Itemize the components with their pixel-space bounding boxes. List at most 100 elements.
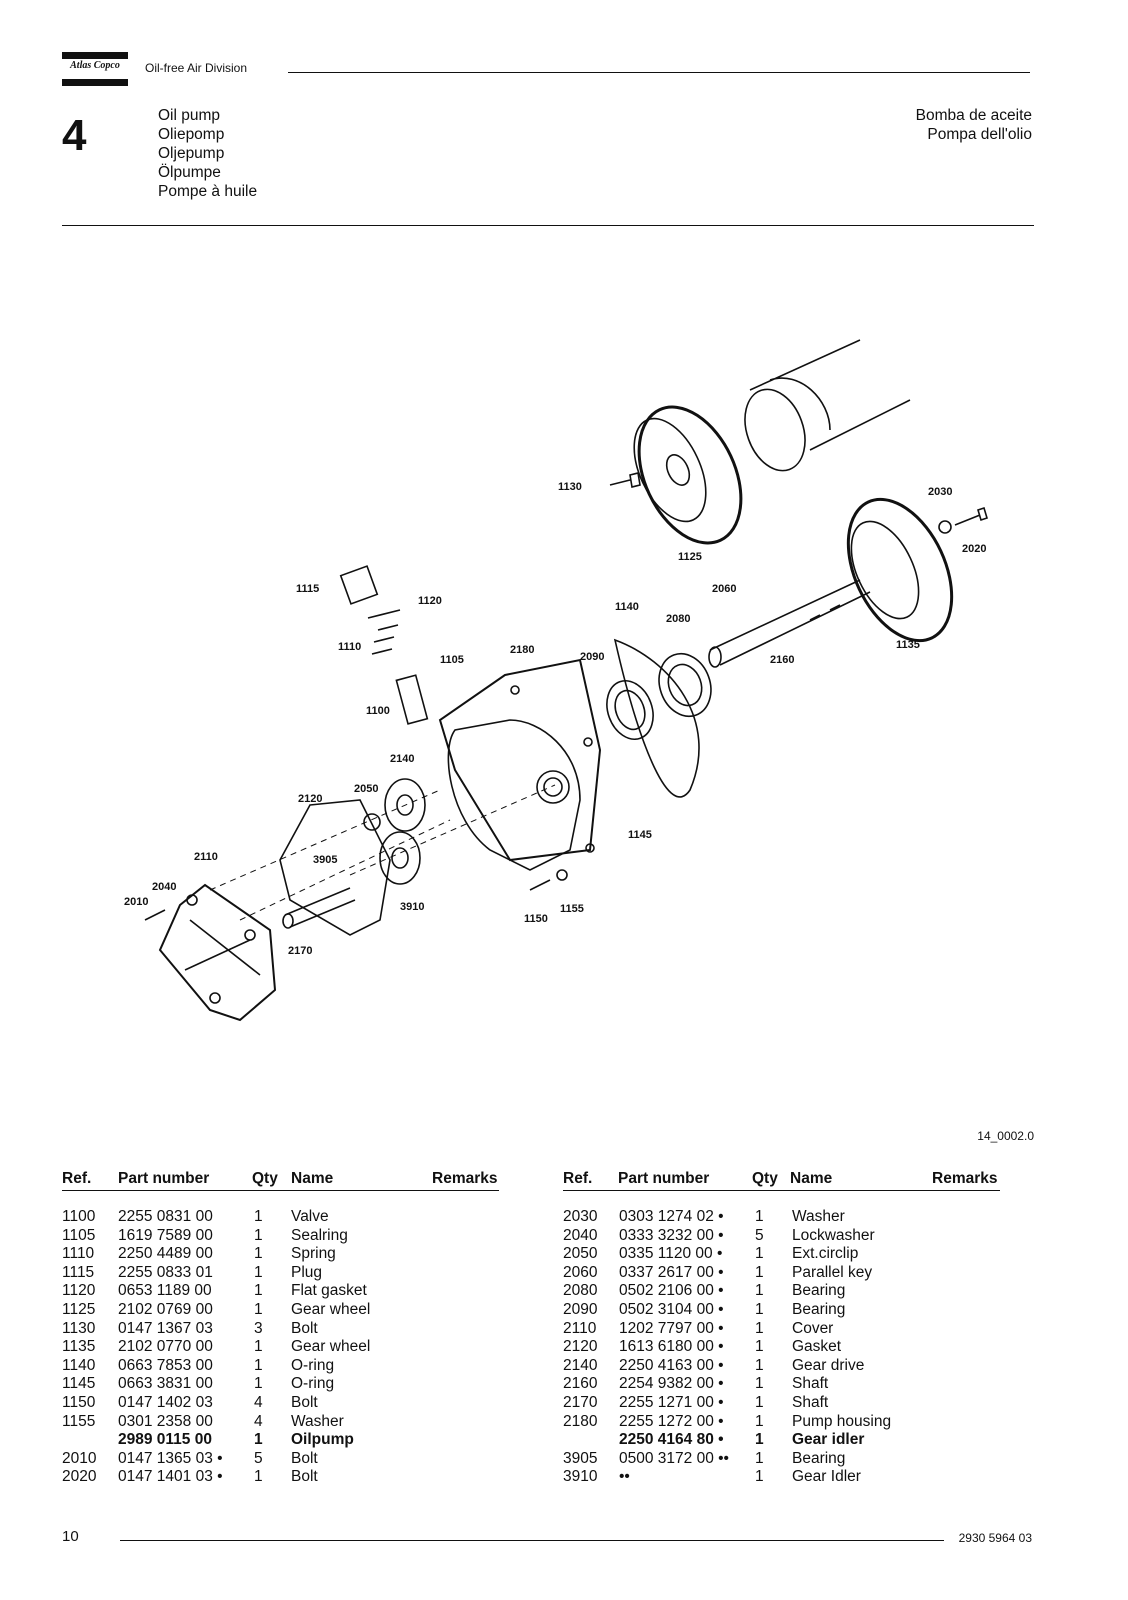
cell-ref: 1115 bbox=[62, 1263, 95, 1281]
cell-ref: 1120 bbox=[62, 1282, 96, 1300]
cell-qty: 1 bbox=[755, 1412, 764, 1430]
cell-name: Shaft bbox=[792, 1393, 829, 1411]
callout-1100: 1100 bbox=[366, 705, 390, 717]
title-es: Bomba de aceite bbox=[915, 107, 1032, 124]
cell-ref: 1110 bbox=[62, 1245, 95, 1263]
header-ref-left: Ref. bbox=[62, 1170, 92, 1187]
cell-ref: 2140 bbox=[563, 1356, 598, 1374]
cell-name: Ext.circlip bbox=[792, 1245, 859, 1263]
cell-ref: 1130 bbox=[62, 1319, 96, 1337]
callout-2120: 2120 bbox=[298, 793, 322, 805]
callout-2160: 2160 bbox=[770, 654, 794, 666]
cell-ref: 2030 bbox=[563, 1208, 598, 1225]
cell-part: 0303 1274 02 • bbox=[619, 1208, 724, 1225]
cell-ref: 1155 bbox=[62, 1412, 96, 1430]
cell-name: Oilpump bbox=[291, 1431, 354, 1449]
cell-part: 0301 2358 00 bbox=[118, 1412, 213, 1430]
cell-ref: 1150 bbox=[62, 1393, 96, 1411]
cell-name: Washer bbox=[291, 1412, 344, 1430]
cell-ref: 2180 bbox=[563, 1412, 598, 1430]
cell-name: Gear wheel bbox=[291, 1300, 371, 1318]
cell-ref: 1125 bbox=[62, 1300, 96, 1318]
callout-1130: 1130 bbox=[558, 481, 582, 493]
cell-part: 0500 3172 00 •• bbox=[619, 1449, 729, 1467]
cell-part: 1619 7589 00 bbox=[118, 1226, 213, 1244]
cell-name: O-ring bbox=[291, 1356, 335, 1374]
cell-name: Bolt bbox=[291, 1393, 318, 1411]
cell-part: 0502 2106 00 • bbox=[619, 1282, 724, 1300]
callout-1125: 1125 bbox=[678, 551, 702, 563]
callout-2060: 2060 bbox=[712, 583, 736, 595]
cell-part: 0147 1365 03 • bbox=[118, 1449, 223, 1467]
cell-qty: 1 bbox=[755, 1449, 764, 1467]
callout-1150: 1150 bbox=[524, 913, 548, 925]
cell-qty: 1 bbox=[254, 1338, 263, 1356]
cell-name: Shaft bbox=[792, 1375, 829, 1393]
callout-1140: 1140 bbox=[615, 601, 639, 613]
cell-ref: 2090 bbox=[563, 1300, 598, 1318]
cell-qty: 3 bbox=[254, 1319, 263, 1337]
callout-1105: 1105 bbox=[440, 654, 464, 666]
chapter-number: 4 bbox=[62, 111, 87, 160]
cell-name: Flat gasket bbox=[291, 1282, 367, 1300]
cell-qty: 1 bbox=[254, 1263, 263, 1281]
cell-ref: 3910 bbox=[563, 1468, 598, 1486]
cell-part: 2255 0833 01 bbox=[118, 1263, 213, 1281]
callout-2020: 2020 bbox=[962, 543, 986, 555]
cell-part: 2102 0769 00 bbox=[118, 1300, 213, 1318]
cell-qty: 4 bbox=[254, 1393, 263, 1411]
cell-qty: 1 bbox=[254, 1356, 263, 1374]
cell-qty: 1 bbox=[755, 1338, 764, 1356]
cell-name: Plug bbox=[291, 1263, 323, 1281]
cell-name: Bearing bbox=[792, 1300, 846, 1318]
callout-1115: 1115 bbox=[296, 583, 319, 595]
cell-ref: 2060 bbox=[563, 1263, 598, 1281]
logo-text: Atlas Copco bbox=[62, 60, 128, 72]
cell-qty: 1 bbox=[755, 1282, 764, 1300]
section-titles-left: Oil pump Oliepomp Oljepump Ölpumpe Pompe… bbox=[158, 106, 257, 201]
cell-part: 2255 0831 00 bbox=[118, 1208, 213, 1225]
callout-2030: 2030 bbox=[928, 486, 952, 498]
oil-pump-exploded-diagram: 1130 1125 2030 2020 1115 1120 1140 2060 … bbox=[124, 339, 988, 1022]
cell-name: Bearing bbox=[792, 1449, 846, 1467]
cell-name: Bolt bbox=[291, 1319, 318, 1337]
header-remarks-left: Remarks bbox=[432, 1170, 498, 1187]
atlas-copco-logo bbox=[62, 52, 128, 86]
cell-name: Bearing bbox=[792, 1282, 846, 1300]
document-number: 2930 5964 03 bbox=[958, 1531, 1032, 1545]
cell-qty: 1 bbox=[254, 1282, 263, 1300]
cell-part: 0335 1120 00 • bbox=[619, 1245, 723, 1263]
table-row: 1115 2255 0833 01 1 Plug bbox=[62, 1264, 502, 1283]
cell-qty: 1 bbox=[755, 1319, 764, 1337]
cell-name: Bolt bbox=[291, 1468, 318, 1486]
title-it: Pompa dell'olio bbox=[927, 126, 1032, 143]
cell-qty: 1 bbox=[755, 1300, 764, 1318]
cell-qty: 5 bbox=[254, 1449, 263, 1467]
cell-ref: 2110 bbox=[563, 1319, 597, 1337]
cell-part: 0333 3232 00 • bbox=[619, 1226, 724, 1244]
cell-part: 0337 2617 00 • bbox=[619, 1263, 724, 1281]
callout-2080: 2080 bbox=[666, 613, 690, 625]
callout-3910: 3910 bbox=[400, 901, 424, 913]
